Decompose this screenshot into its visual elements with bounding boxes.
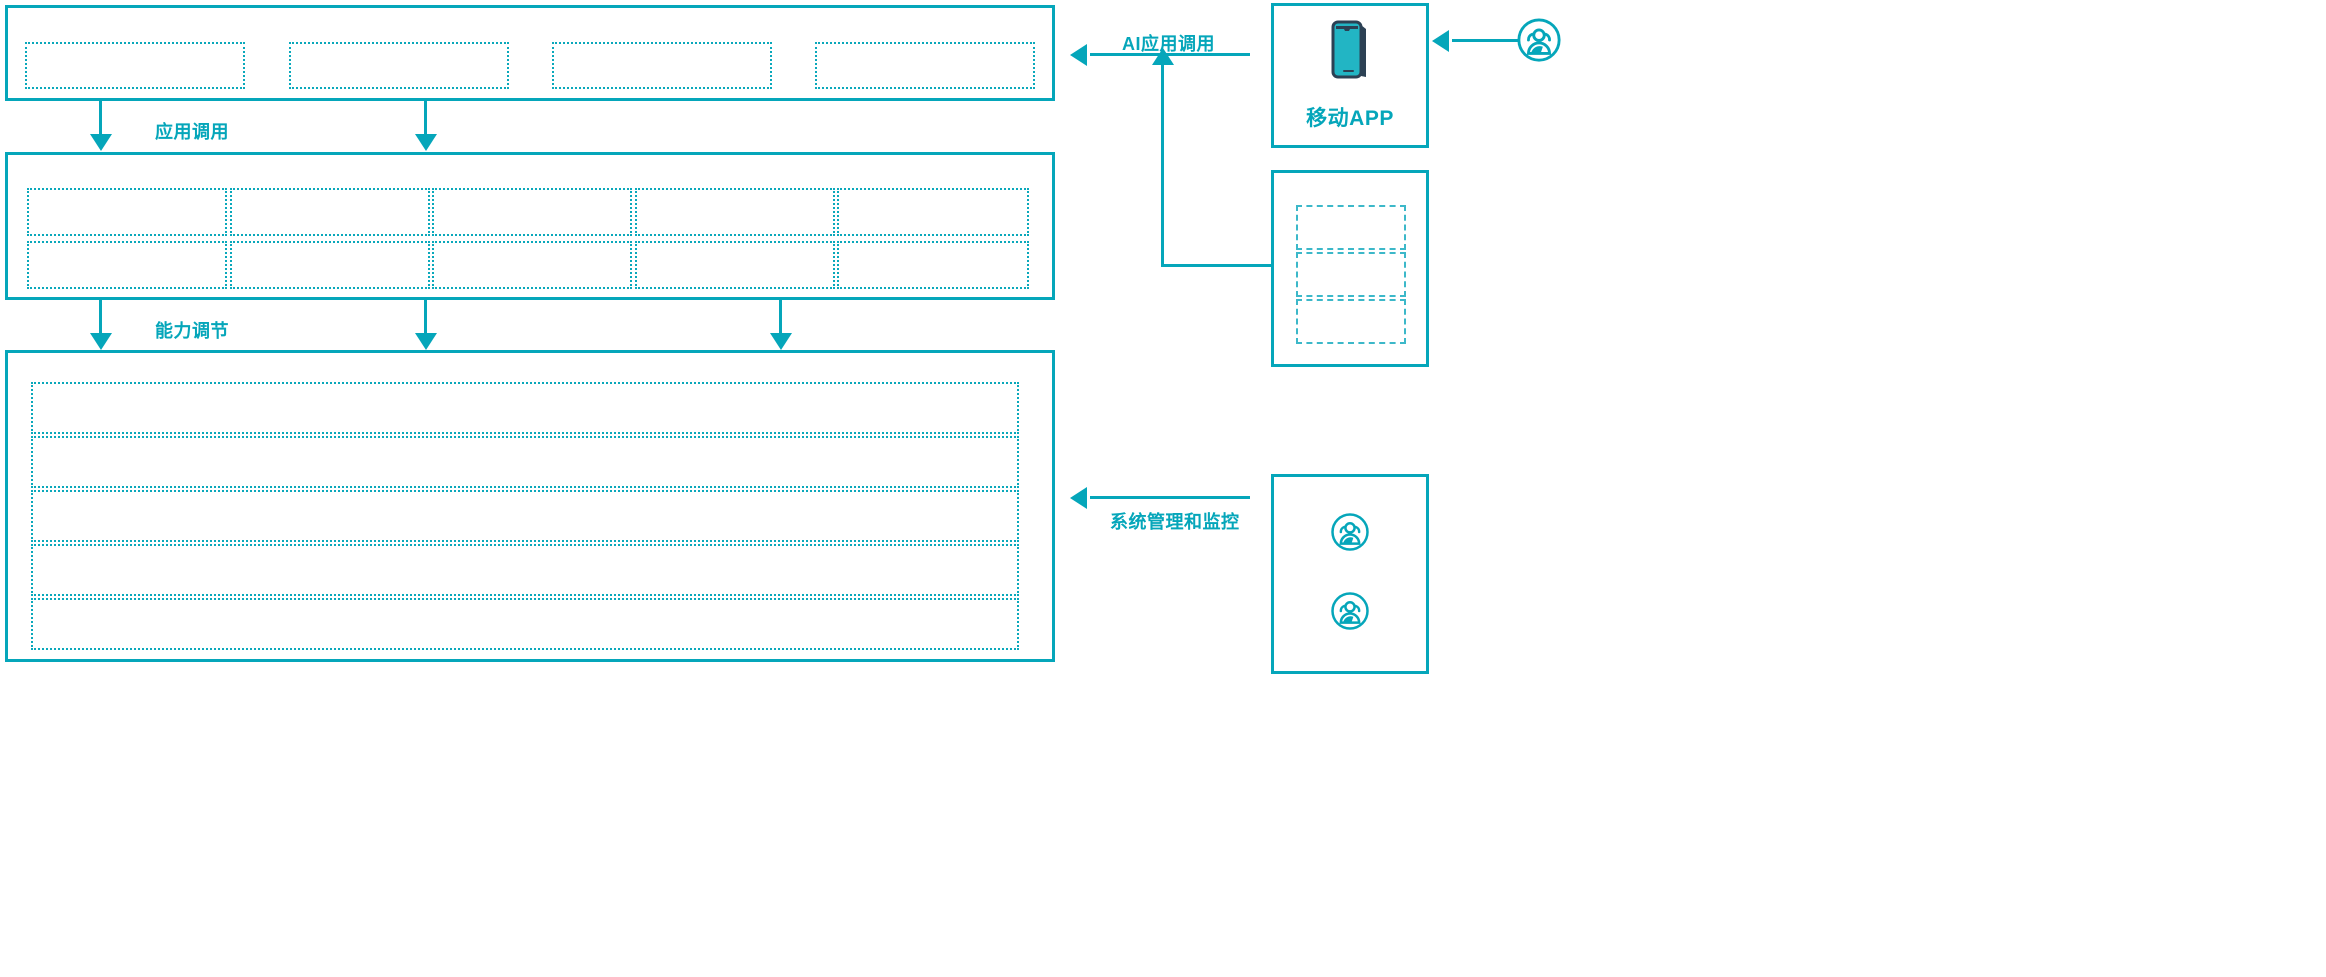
platform-layer-panel	[5, 350, 1055, 662]
application-box[interactable]	[552, 42, 772, 89]
capability-box[interactable]	[230, 241, 430, 289]
ai-app-invoke-label: AI应用调用	[1122, 34, 1215, 54]
capability-tune-line	[779, 300, 782, 337]
application-box[interactable]	[815, 42, 1035, 89]
ai-app-invoke-base	[1161, 264, 1271, 267]
capability-tune-line	[99, 300, 102, 337]
platform-row[interactable]	[31, 490, 1019, 542]
capability-box[interactable]	[635, 188, 835, 236]
end-user-arrow	[1432, 30, 1449, 52]
app-invoke-line	[424, 101, 427, 138]
capability-box[interactable]	[230, 188, 430, 236]
sys-manage-arrow	[1070, 487, 1087, 509]
end-user-icon[interactable]	[1516, 17, 1562, 68]
capability-box[interactable]	[837, 241, 1029, 289]
capability-box[interactable]	[27, 188, 227, 236]
phone-icon	[1330, 19, 1370, 86]
capability-tune-line	[424, 300, 427, 337]
capability-tune-label: 能力调节	[155, 321, 229, 341]
capability-box[interactable]	[432, 241, 632, 289]
app-invoke-line	[99, 101, 102, 138]
capability-box[interactable]	[837, 188, 1029, 236]
sys-manage-label: 系统管理和监控	[1110, 512, 1240, 532]
application-box[interactable]	[25, 42, 245, 89]
users-icon	[1330, 591, 1370, 636]
sys-manage-line	[1090, 496, 1250, 499]
ai-app-invoke-arrow-up	[1152, 48, 1174, 65]
app-invoke-arrow	[90, 134, 112, 151]
terminal-stack-row[interactable]	[1296, 252, 1406, 297]
capability-layer-panel	[5, 152, 1055, 300]
ai-app-invoke-arrow	[1070, 44, 1087, 66]
terminal-stack-row[interactable]	[1296, 299, 1406, 344]
end-user-line	[1452, 39, 1520, 42]
app-invoke-arrow	[415, 134, 437, 151]
mobile-app-label: 移动APP	[1306, 107, 1394, 130]
capability-tune-arrow	[770, 333, 792, 350]
application-layer-panel	[5, 5, 1055, 101]
capability-tune-arrow	[90, 333, 112, 350]
users-icon	[1330, 512, 1370, 557]
capability-box[interactable]	[432, 188, 632, 236]
app-invoke-label: 应用调用	[155, 122, 229, 142]
operators-card[interactable]	[1271, 474, 1429, 674]
capability-tune-arrow	[415, 333, 437, 350]
application-box[interactable]	[289, 42, 509, 89]
platform-row[interactable]	[31, 436, 1019, 488]
capability-box[interactable]	[635, 241, 835, 289]
platform-row[interactable]	[31, 598, 1019, 650]
terminal-stack-card[interactable]	[1271, 170, 1429, 367]
ai-app-invoke-riser	[1161, 65, 1164, 267]
terminal-stack-row[interactable]	[1296, 205, 1406, 250]
capability-box[interactable]	[27, 241, 227, 289]
mobile-app-card[interactable]: 移动APP	[1271, 3, 1429, 148]
platform-row[interactable]	[31, 382, 1019, 434]
platform-row[interactable]	[31, 544, 1019, 596]
